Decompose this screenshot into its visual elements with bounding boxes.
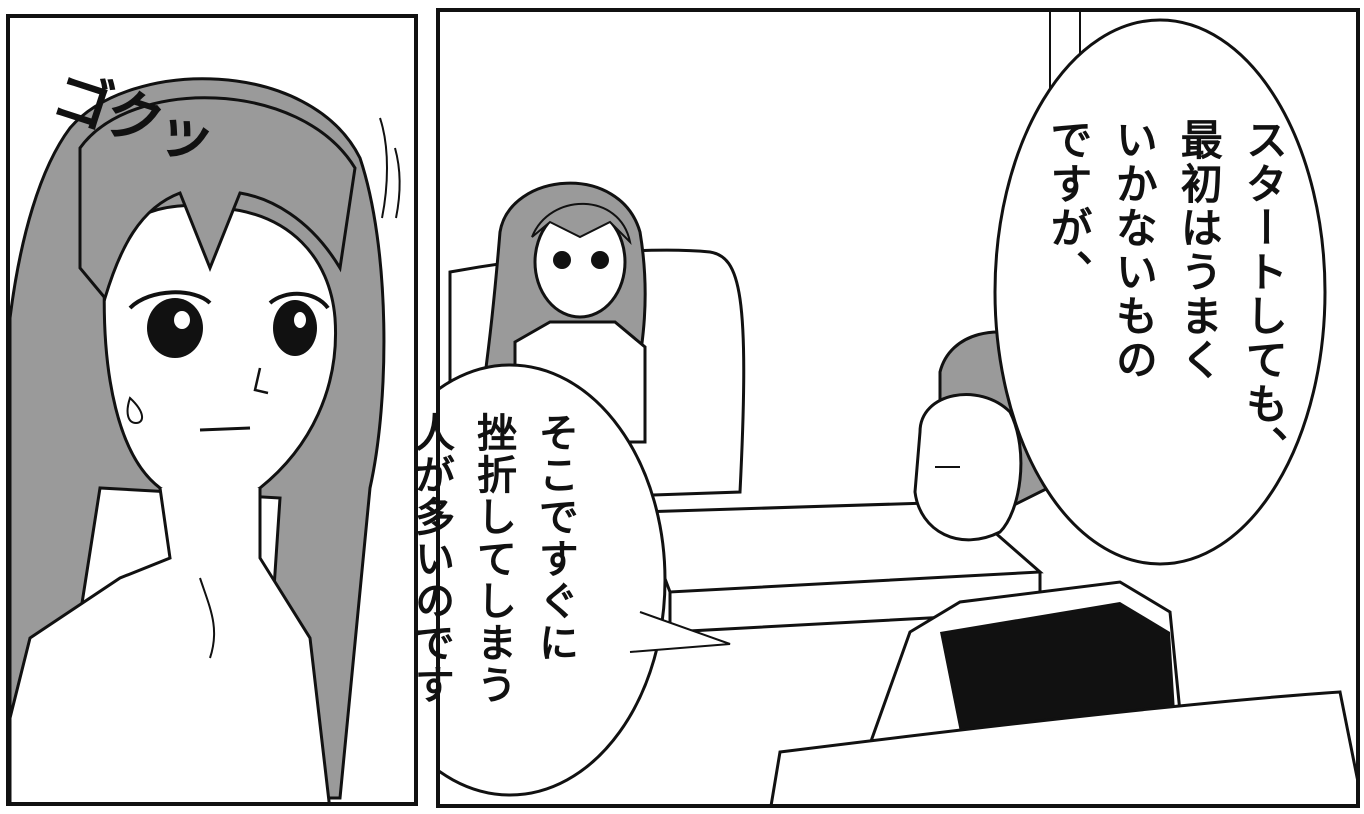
office-scene-illustration xyxy=(440,12,1356,804)
speech-text-right: スタートしても、 最初はうまく いかないもの ですが、 xyxy=(1044,118,1289,470)
woman-closeup-illustration xyxy=(10,77,401,802)
speech-bubble-right xyxy=(993,18,1327,566)
panel-right-office-scene xyxy=(436,8,1360,808)
speech-text-center: そこですぐに 挫折してしまう 人が多いのです xyxy=(408,412,578,706)
speech-bubble-center xyxy=(440,363,667,797)
panel-left-closeup: ゴクッ xyxy=(6,14,418,806)
